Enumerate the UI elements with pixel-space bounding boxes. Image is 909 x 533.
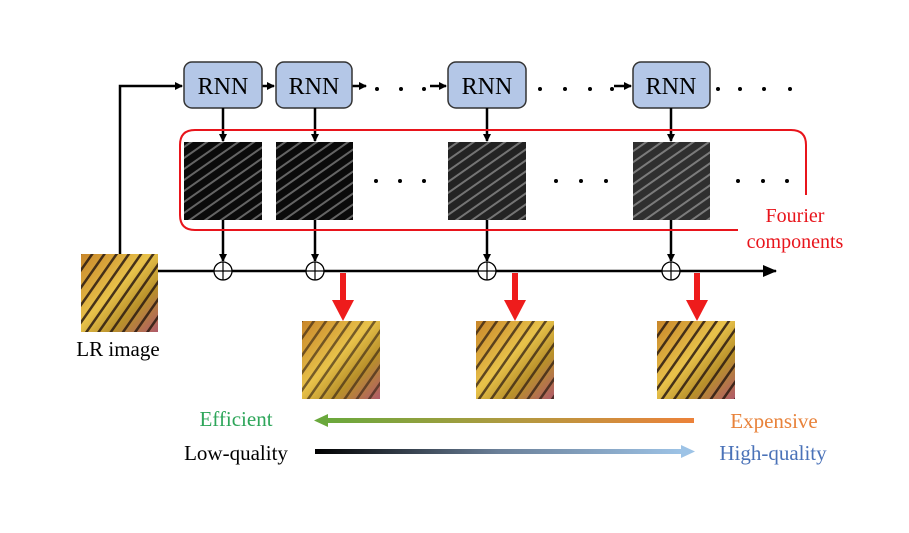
expensive-label: Expensive bbox=[730, 409, 817, 433]
rnn-block-2: RNN bbox=[275, 61, 353, 109]
output-image-1 bbox=[302, 321, 380, 399]
rnn-output-arrows bbox=[219, 108, 675, 262]
rnn-label: RNN bbox=[198, 74, 249, 100]
ellipsis-dots bbox=[375, 87, 426, 91]
fourier-component-image bbox=[448, 142, 526, 220]
output-image-2 bbox=[476, 321, 554, 399]
ellipsis-dots bbox=[374, 179, 789, 183]
lr-image-label: LR image bbox=[76, 337, 159, 361]
sum-node bbox=[305, 261, 325, 281]
rnn-label: RNN bbox=[462, 74, 513, 100]
rnn-label: RNN bbox=[646, 74, 697, 100]
input-to-rnn-arrow bbox=[118, 82, 183, 254]
high-quality-label: High-quality bbox=[719, 441, 827, 465]
output-image-3 bbox=[657, 321, 735, 399]
rnn-block-1: RNN bbox=[183, 61, 263, 109]
quality-arrowhead bbox=[681, 445, 695, 458]
rnn-block-4: RNN bbox=[632, 61, 711, 109]
ellipsis-dots bbox=[716, 87, 792, 91]
ellipsis-dots bbox=[538, 87, 614, 91]
fourier-component-image bbox=[276, 142, 353, 220]
sum-node bbox=[213, 261, 233, 281]
efficient-label: Efficient bbox=[199, 407, 272, 431]
sum-node bbox=[661, 261, 681, 281]
low-quality-label: Low-quality bbox=[184, 441, 288, 465]
fourier-component-image bbox=[633, 142, 710, 220]
rnn-label: RNN bbox=[289, 74, 340, 100]
quality-arrow bbox=[315, 449, 683, 454]
fourier-label-line2: components bbox=[747, 231, 844, 253]
lr-image bbox=[81, 254, 158, 332]
output-arrows bbox=[332, 273, 708, 321]
fourier-component-image bbox=[184, 142, 262, 220]
fourier-group-box bbox=[179, 129, 807, 231]
rnn-block-3: RNN bbox=[447, 61, 527, 109]
efficiency-arrowhead bbox=[314, 414, 328, 427]
efficiency-arrow bbox=[326, 418, 694, 423]
sum-node bbox=[477, 261, 497, 281]
fourier-label-line1: Fourier bbox=[766, 205, 825, 227]
